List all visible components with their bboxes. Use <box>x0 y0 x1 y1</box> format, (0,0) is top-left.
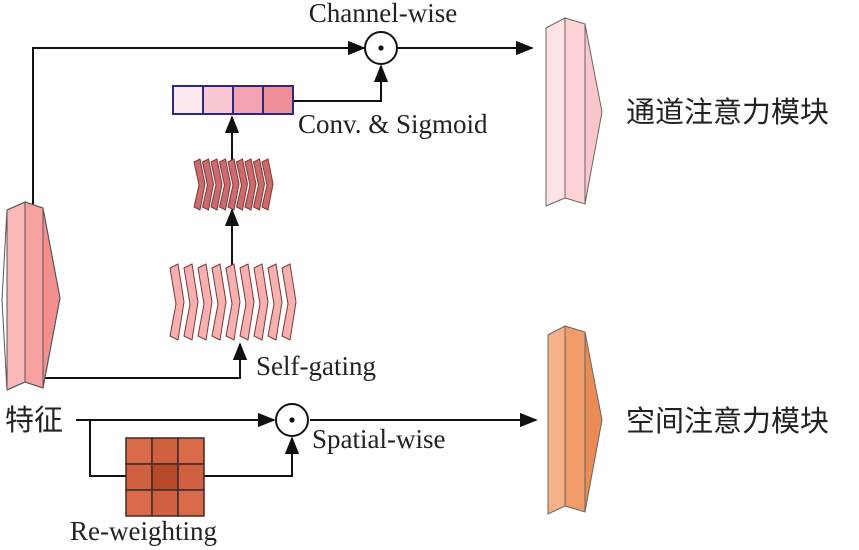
small-stack-panel <box>227 158 240 211</box>
spatial-module-block <box>547 325 603 515</box>
re-weighting-to-spatial-multiply-line <box>204 436 300 477</box>
channel-multiply-node <box>364 31 398 65</box>
small-stack-panel <box>244 158 257 211</box>
feature-block-side <box>24 201 44 389</box>
channel-wise-label: Channel-wise <box>309 0 457 28</box>
connection-lines <box>32 40 538 477</box>
spatial-module-label: 空间注意力模块 <box>626 404 829 438</box>
channel-vector-cell <box>262 85 294 115</box>
self-gating-panel <box>225 263 241 341</box>
feature-block <box>1 201 61 391</box>
grid-cell <box>177 489 205 517</box>
small-stack-panel <box>210 158 223 211</box>
self-gating-panel <box>211 263 227 341</box>
feature-to-self-gating-line <box>45 342 248 379</box>
re-weighting-grid <box>125 437 205 517</box>
small-stack-panel <box>193 158 206 211</box>
small-feature-stack <box>193 158 274 211</box>
spatial-wise-label: Spatial-wise <box>312 424 445 454</box>
grid-cell <box>125 489 153 517</box>
spatial-multiply-dot <box>289 417 295 423</box>
feature-to-channel-multiply-line <box>32 40 366 205</box>
grid-cell <box>151 489 179 517</box>
self-gating-panel <box>253 263 269 341</box>
feature-to-re-weighting-line <box>89 420 126 477</box>
small-stack-panel <box>252 158 266 211</box>
small-stack-panel <box>261 158 274 211</box>
conv-sigmoid-label: Conv. & Sigmoid <box>298 109 488 139</box>
channel-vector-cell <box>232 85 264 115</box>
grid-cell <box>151 437 179 465</box>
small-stack-panel <box>218 158 232 211</box>
self-gating-panel <box>197 263 213 341</box>
channel-vector-cell <box>172 85 204 115</box>
channel-vector <box>172 85 294 115</box>
feature-block-front <box>6 201 26 391</box>
self-gating-panel <box>183 263 199 341</box>
self-gating-panel <box>281 263 297 341</box>
grid-cell <box>125 437 153 465</box>
spatial-multiply-node <box>275 403 309 437</box>
self-gating-panel <box>239 263 255 341</box>
self-gating-panel <box>267 263 283 341</box>
channel-module-label: 通道注意力模块 <box>626 95 829 129</box>
feature-label: 特征 <box>5 403 63 437</box>
grid-cell <box>177 437 205 465</box>
vector-to-channel-multiply-line <box>292 64 389 102</box>
channel-multiply-dot <box>378 45 384 51</box>
self-gating-label: Self-gating <box>256 351 376 381</box>
grid-cell <box>177 463 205 491</box>
re-weighting-label: Re-weighting <box>70 516 217 546</box>
small-stack-panel <box>235 158 249 211</box>
grid-cell <box>125 463 153 491</box>
channel-vector-cell <box>202 85 234 115</box>
small-stack-panel <box>201 158 215 211</box>
grid-cell <box>151 463 179 491</box>
self-gating-stack <box>169 263 297 341</box>
feature-block-tip <box>42 207 61 389</box>
channel-module-block <box>545 17 603 207</box>
self-gating-panel <box>169 263 185 341</box>
